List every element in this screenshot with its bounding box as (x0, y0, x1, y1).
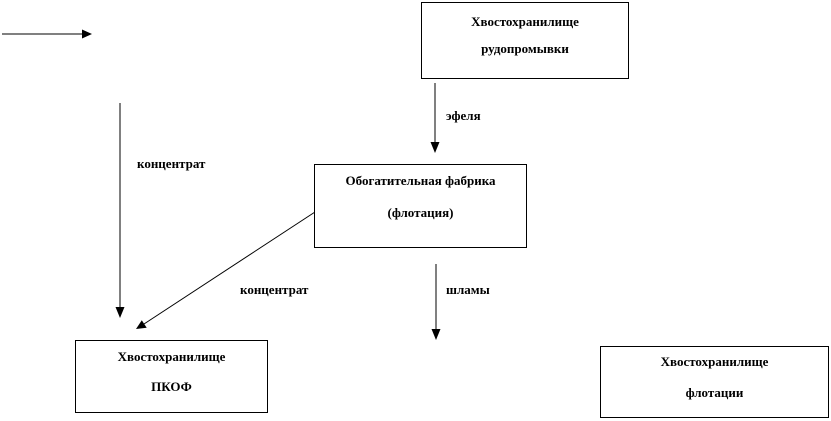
box-line-1: Обогатительная фабрика (345, 173, 496, 188)
pkof-tailings-box: Хвостохранилище ПКОФ (75, 340, 268, 413)
beneficiation-plant-box: Обогатительная фабрика (флотация) (314, 164, 527, 248)
arrow-concentrate-diagonal (136, 211, 316, 329)
box-line-2: ПКОФ (151, 379, 192, 394)
arrow-eflya-down (430, 83, 440, 153)
ore-washing-tailings-box: Хвостохранилище рудопромывки (421, 2, 629, 79)
arrow-inbound-top-left (2, 29, 92, 39)
box-line-1: Хвостохранилище (117, 349, 226, 364)
box-line-2: рудопромывки (481, 41, 569, 56)
box-line-1: Хвостохранилище (660, 354, 769, 369)
flotation-tailings-box: Хвостохранилище флотации (600, 346, 829, 418)
concentrate-label-left: концентрат (137, 156, 206, 171)
box-line-2: флотации (685, 385, 744, 400)
arrow-concentrate-down-left (115, 103, 125, 318)
eflya-label: эфеля (446, 108, 481, 123)
arrow-slimes-down (431, 264, 441, 340)
box-line-1: Хвостохранилище (471, 14, 579, 29)
box-line-2: (флотация) (387, 205, 454, 220)
slimes-label: шламы (446, 282, 490, 297)
concentrate-label-diagonal: концентрат (240, 282, 309, 297)
